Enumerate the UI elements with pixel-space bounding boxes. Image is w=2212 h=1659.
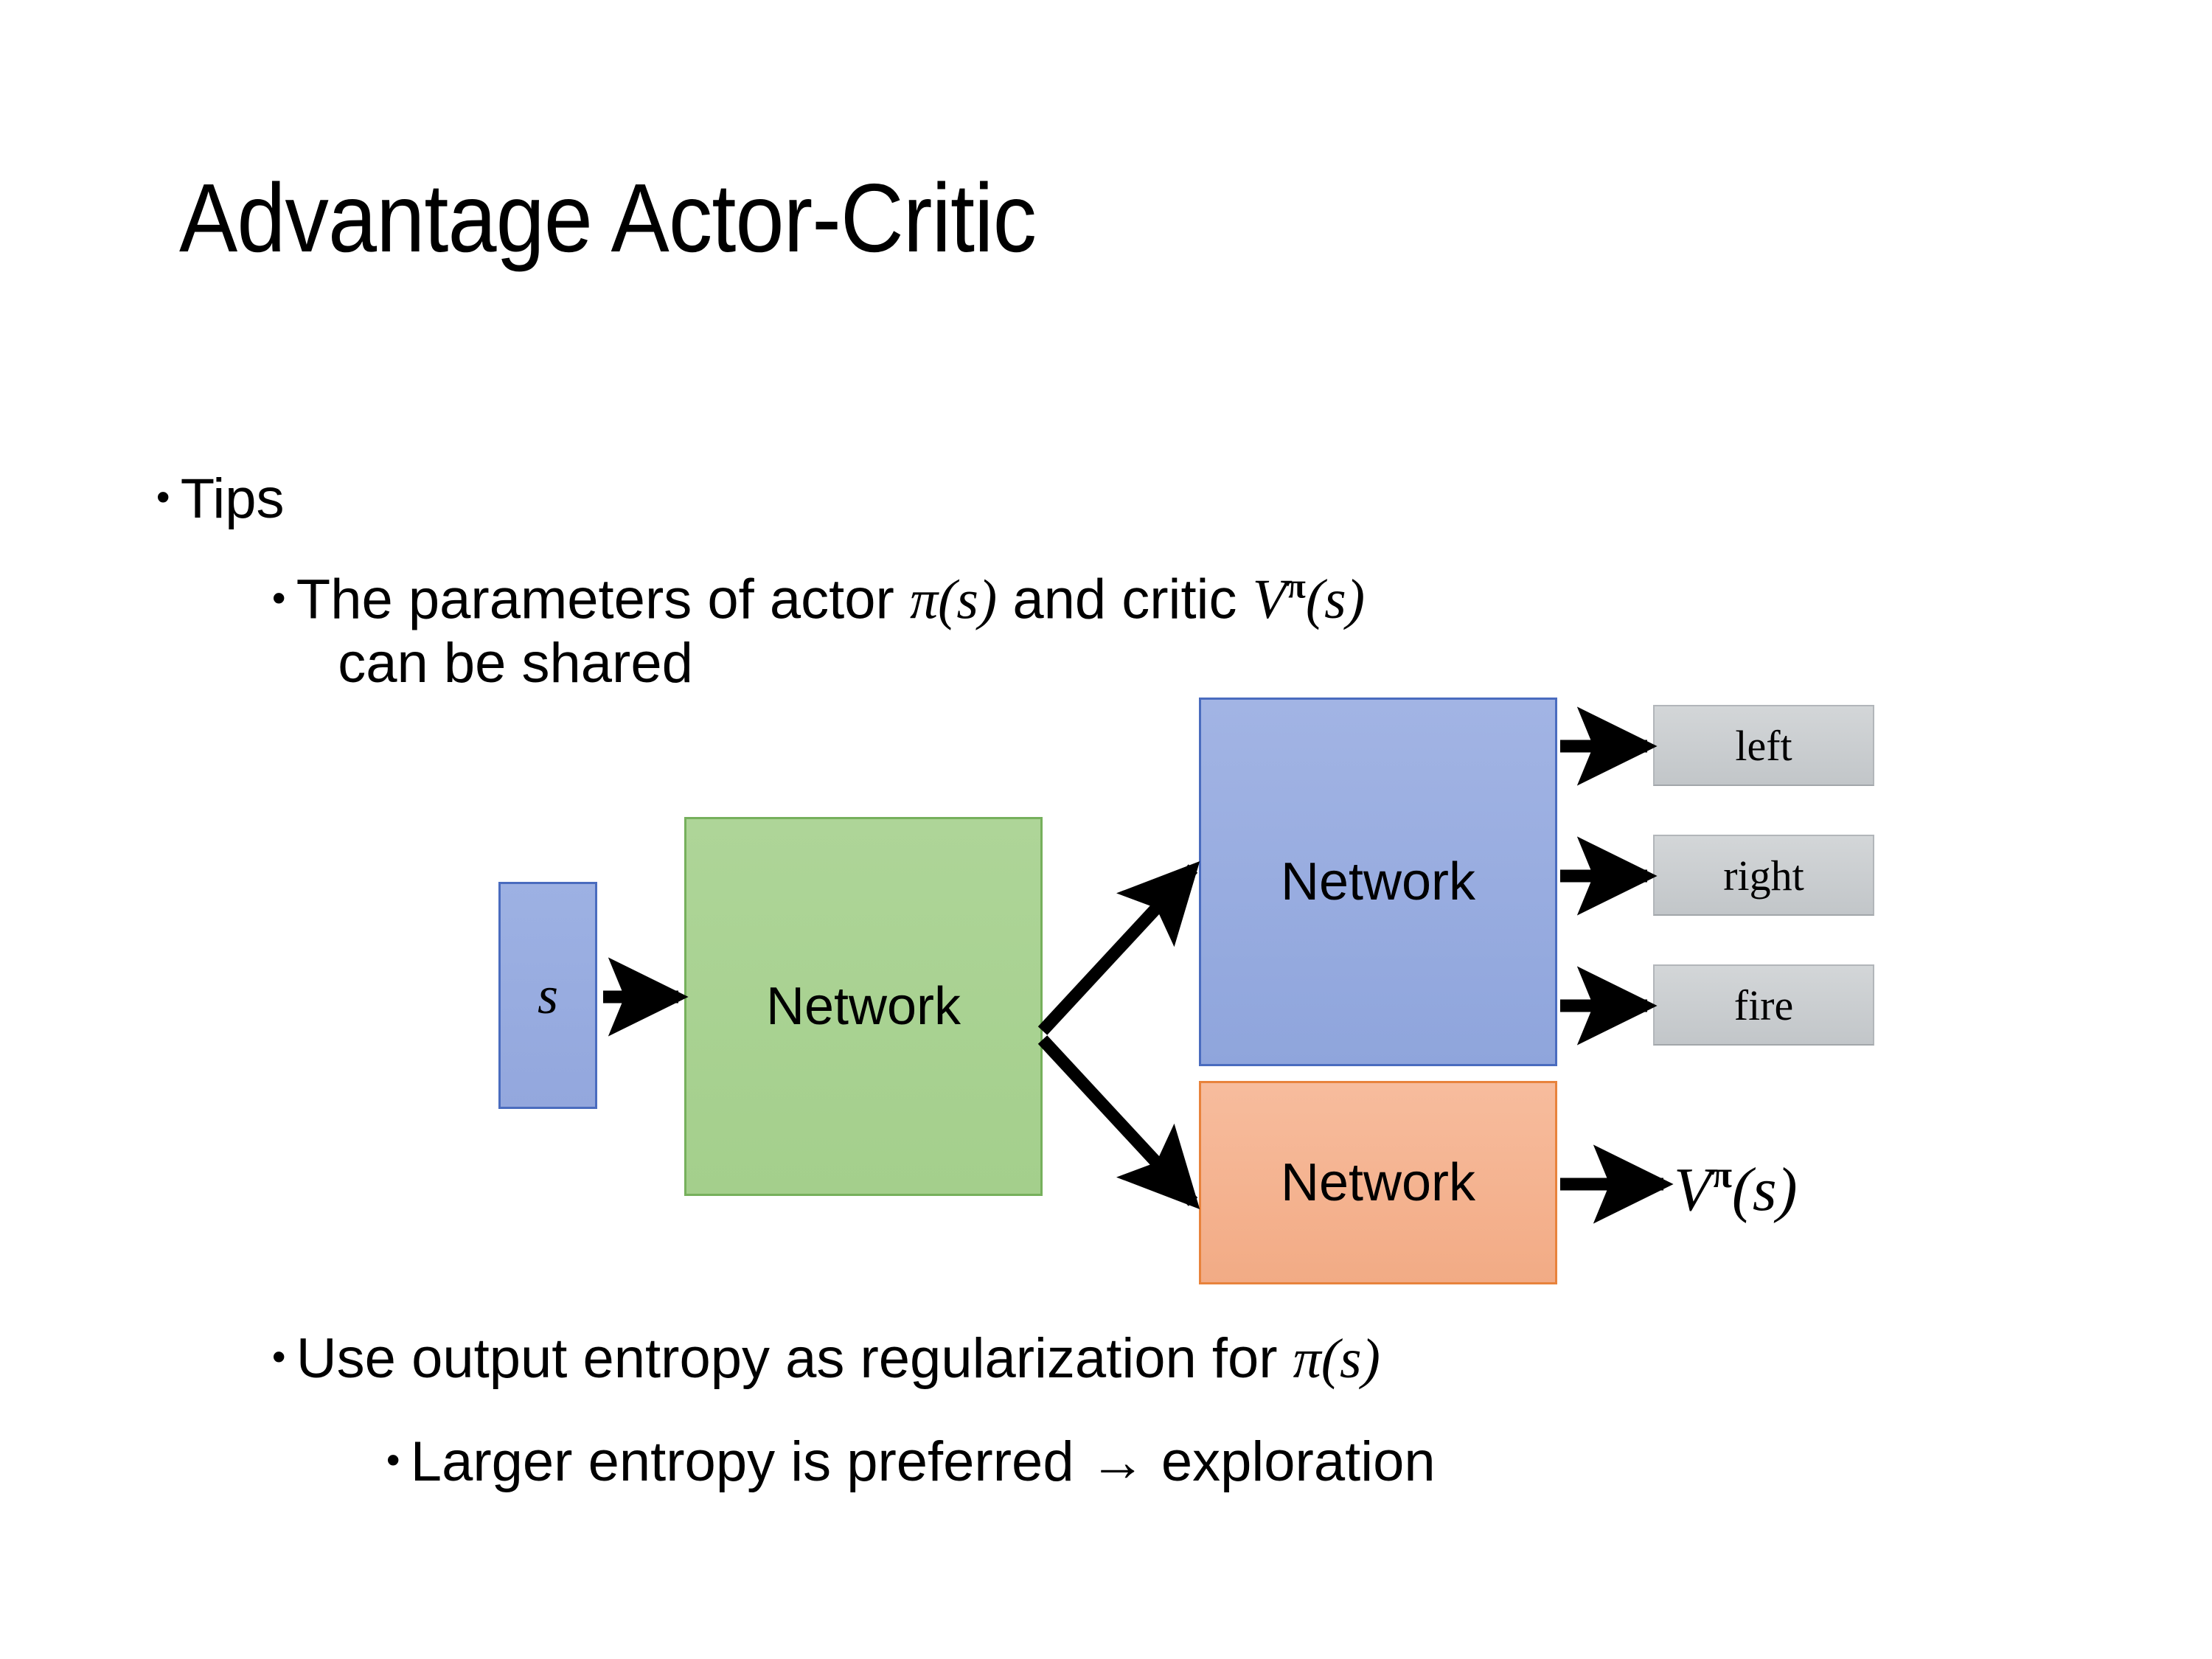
action-output-left-label: left bbox=[1735, 721, 1792, 770]
critic-network-label: Network bbox=[1280, 1153, 1476, 1212]
action-output-left: left bbox=[1653, 705, 1874, 786]
page-title: Advantage Actor-Critic bbox=[179, 164, 1037, 272]
actor-network-label: Network bbox=[1280, 852, 1476, 911]
bullet-marker: • bbox=[156, 476, 170, 520]
arrow-shared-to-critic bbox=[1037, 1035, 1200, 1209]
bullet-marker: • bbox=[271, 576, 286, 620]
math-pi-of-s: π(s) bbox=[1293, 1328, 1380, 1390]
math-v-base: V bbox=[1252, 568, 1287, 631]
input-state-box: s bbox=[498, 882, 597, 1109]
actor-network-box: Network bbox=[1199, 698, 1557, 1066]
shared-network-box: Network bbox=[684, 817, 1043, 1196]
bullet-marker: • bbox=[271, 1335, 286, 1380]
arrow-shared-to-actor bbox=[1037, 861, 1200, 1035]
value-output-superscript: π bbox=[1711, 1154, 1732, 1195]
action-output-fire: fire bbox=[1653, 964, 1874, 1046]
bullet-tips: •Tips bbox=[156, 467, 1363, 532]
math-pi-of-s: π(s) bbox=[909, 568, 998, 631]
bullet-entropy-regularization: •Use output entropy as regularization fo… bbox=[272, 1327, 2142, 1391]
math-v-superscript: π bbox=[1287, 568, 1306, 606]
value-output-label: Vπ(s) bbox=[1674, 1153, 1798, 1225]
bullet-tips-label: Tips bbox=[180, 467, 285, 530]
critic-network-box: Network bbox=[1199, 1081, 1557, 1284]
bullet-parameters-prefix: The parameters of actor bbox=[296, 568, 910, 631]
bullet-parameters-mid: and critic bbox=[997, 568, 1253, 631]
input-state-label: s bbox=[537, 966, 559, 1025]
math-v-pi-of-s: Vπ(s) bbox=[1253, 568, 1365, 630]
action-output-fire-label: fire bbox=[1733, 981, 1794, 1029]
value-output-base: V bbox=[1674, 1155, 1712, 1225]
action-output-right-label: right bbox=[1723, 851, 1804, 900]
bullet-larger-entropy: •Larger entropy is preferred → explorati… bbox=[386, 1430, 2183, 1495]
bullet-larger-label: Larger entropy is preferred → exploratio… bbox=[410, 1430, 1436, 1493]
math-v-argument: (s) bbox=[1305, 568, 1366, 631]
shared-network-label: Network bbox=[765, 977, 961, 1036]
action-output-right: right bbox=[1653, 835, 1874, 916]
value-output-argument: (s) bbox=[1731, 1155, 1798, 1225]
bullet-entropy-prefix: Use output entropy as regularization for bbox=[296, 1327, 1293, 1390]
bullet-shared-parameters: •The parameters of actor π(s) and critic… bbox=[272, 568, 2142, 696]
bullet-marker: • bbox=[386, 1439, 400, 1483]
bullet-parameters-line2: can be shared bbox=[338, 631, 693, 695]
